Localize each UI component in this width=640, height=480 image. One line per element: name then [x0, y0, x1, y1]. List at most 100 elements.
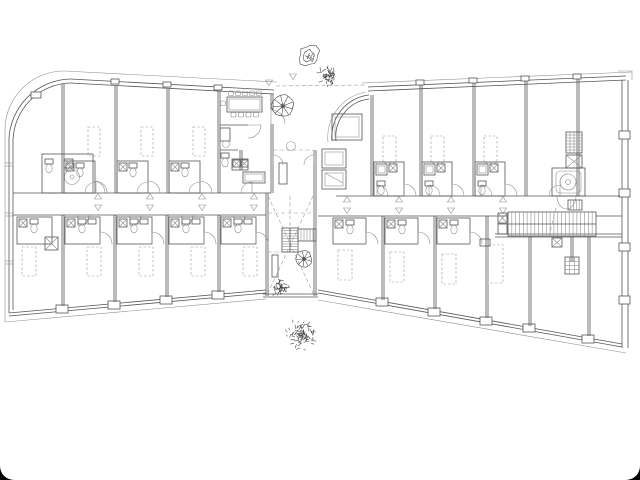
- window-sill: [618, 295, 631, 305]
- bathroom-pod: [116, 160, 149, 194]
- wall-line: [4, 298, 267, 323]
- wall-line: [63, 158, 74, 169]
- toilet-bowl: [425, 185, 433, 196]
- facade-column: [211, 290, 225, 300]
- door-arc: [469, 231, 483, 245]
- rooms-right-top: [373, 135, 518, 197]
- door-arc: [84, 181, 97, 194]
- tree-stroke: [306, 52, 310, 58]
- entrance-pier: [278, 162, 288, 185]
- facade-column: [159, 295, 173, 305]
- facade-column: [479, 316, 493, 326]
- wall-path: [8, 78, 71, 139]
- wall-line: [170, 162, 180, 172]
- outline-left-wing: [4, 70, 278, 323]
- toilet-tank: [29, 218, 39, 225]
- bathroom-pod: [384, 217, 419, 245]
- wall-line: [489, 163, 499, 173]
- door-marker: [93, 192, 103, 200]
- bush-scribble: [272, 278, 290, 296]
- corridor-right-doors: [342, 184, 561, 215]
- wall-line: [361, 71, 633, 84]
- door-arc: [365, 231, 379, 245]
- toilet-tank: [233, 218, 243, 225]
- toilet-bowl: [234, 223, 242, 234]
- wall-line: [388, 163, 398, 173]
- kitchenette: [324, 172, 344, 187]
- facade-column: [581, 334, 595, 344]
- tree-crown: [295, 250, 312, 268]
- meeting-room: [219, 90, 266, 194]
- stair-edge: [567, 199, 583, 211]
- toilet-tank: [128, 162, 138, 169]
- washbasin: [66, 218, 76, 228]
- wall-line: [324, 172, 344, 184]
- bathroom-pod: [41, 153, 94, 194]
- shower: [377, 165, 386, 174]
- chair: [245, 112, 252, 118]
- window-band: [334, 116, 360, 138]
- toilet-bowl: [76, 167, 84, 178]
- landing: [497, 223, 508, 235]
- desk: [219, 127, 231, 142]
- facade-mullion: [468, 77, 478, 84]
- wall-line: [317, 289, 623, 345]
- tree-crown: [270, 94, 295, 117]
- door-arc: [504, 183, 518, 197]
- wall-path: [4, 70, 65, 131]
- door-arc: [99, 231, 113, 245]
- wall-line: [438, 219, 448, 229]
- door-arc: [147, 180, 161, 194]
- wall-line: [66, 218, 76, 228]
- kitchenette: [321, 148, 347, 169]
- wall-line: [551, 237, 563, 248]
- door-marker: [446, 195, 456, 203]
- tree-outline: [303, 48, 315, 63]
- tree-stroke: [309, 52, 314, 59]
- toilet-tank: [345, 219, 355, 226]
- toilet-bowl: [129, 167, 137, 178]
- bed-dashed: [389, 251, 405, 283]
- door-arc: [240, 181, 253, 194]
- wall-line: [334, 219, 344, 229]
- bathroom-pod: [16, 216, 53, 245]
- meeting-table: [226, 96, 263, 113]
- toilet-tank: [44, 158, 54, 165]
- washbasin: [118, 218, 128, 228]
- door-marker: [394, 195, 404, 203]
- tree-branch: [275, 105, 284, 114]
- wall-line: [240, 159, 249, 168]
- wall-line: [69, 82, 275, 95]
- toilet-bowl: [45, 163, 53, 174]
- door-marker: [342, 195, 352, 203]
- washbasin: [222, 218, 232, 228]
- tree-stroke: [306, 54, 311, 60]
- corner-mullion: [30, 91, 42, 99]
- wall-path: [331, 94, 370, 142]
- bathroom-pod: [474, 161, 506, 197]
- shelf: [243, 218, 253, 225]
- toilet-tank: [220, 152, 230, 159]
- door-arc: [92, 180, 106, 194]
- toilet-tank: [129, 218, 139, 225]
- bed-dashed: [430, 135, 445, 164]
- bed-dashed: [86, 246, 102, 277]
- toilet-bowl: [181, 167, 189, 178]
- duct: [551, 237, 563, 248]
- tree-branch: [298, 258, 305, 265]
- chair: [230, 112, 237, 118]
- window-sill: [618, 130, 631, 140]
- door-arc: [94, 180, 108, 194]
- bed-dashed: [192, 126, 206, 157]
- door-marker: [197, 192, 207, 200]
- washbasin: [170, 162, 180, 172]
- door-marker: [446, 207, 456, 215]
- toilet-tank: [75, 162, 85, 169]
- washbasin: [334, 219, 344, 229]
- shower: [478, 165, 487, 174]
- shower: [375, 163, 388, 176]
- door-marker: [145, 192, 155, 200]
- courtyard-center: [264, 44, 367, 185]
